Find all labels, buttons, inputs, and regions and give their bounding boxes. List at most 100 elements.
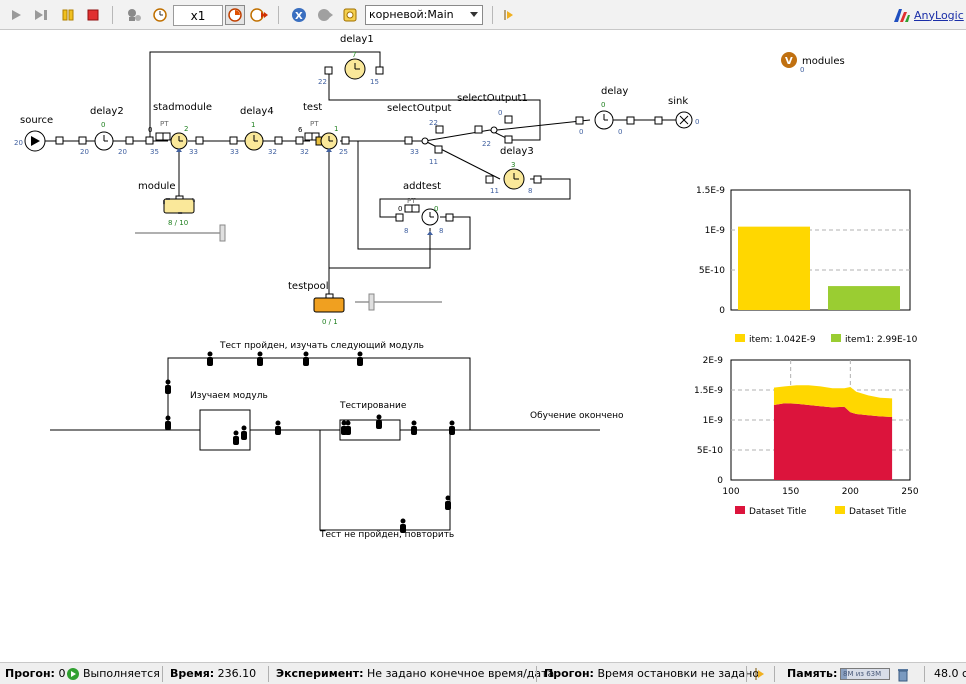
- stadmodule-block[interactable]: [155, 132, 188, 152]
- trash-icon[interactable]: [896, 666, 910, 682]
- pause-icon[interactable]: [58, 5, 78, 25]
- person-icon: [257, 351, 263, 366]
- memory-label: Память:: [787, 667, 838, 680]
- delay1-block[interactable]: [344, 58, 366, 80]
- dropdown-icon[interactable]: [466, 6, 482, 24]
- delay4-out: 32: [268, 148, 277, 156]
- delay-busy: 0: [601, 101, 605, 109]
- testpool-slider[interactable]: [368, 293, 375, 311]
- running-text: Выполняется: [83, 667, 160, 680]
- bar-item: [738, 226, 810, 310]
- arrow-icon[interactable]: [499, 5, 519, 25]
- legend-swatch: [735, 506, 745, 514]
- model-canvas: V source delay2 stadmodule delay4 test d…: [0, 30, 966, 660]
- addtest-label: addtest: [403, 181, 441, 192]
- legend-label: item1: 2.99E-10: [845, 335, 918, 345]
- run2-label: Прогон:: [544, 667, 594, 680]
- stadmodule-in: 35: [150, 148, 159, 156]
- label-done: Обучение окончено: [530, 411, 624, 421]
- fps-value: 48.0 с: [934, 667, 966, 680]
- connect-icon[interactable]: [124, 5, 144, 25]
- delay4-label: delay4: [240, 106, 274, 117]
- running-status: Выполняется: [66, 663, 160, 684]
- time-status: Время: 236.10: [170, 663, 256, 684]
- model-diagram: V source delay2 stadmodule delay4 test d…: [14, 34, 919, 540]
- delay4-block[interactable]: [244, 131, 264, 151]
- process-flowchart: [50, 357, 600, 531]
- delay2-block[interactable]: [94, 131, 114, 151]
- selectoutput1-false: 22: [482, 140, 491, 148]
- test-in: 32: [300, 148, 309, 156]
- selectoutput1-block[interactable]: [490, 126, 498, 134]
- addtest-block[interactable]: [404, 204, 439, 235]
- x-tick-label: 150: [782, 487, 799, 497]
- delay-label: delay: [601, 86, 628, 97]
- run-icon[interactable]: [6, 5, 26, 25]
- stadmodule-out: 33: [189, 148, 198, 156]
- stadmodule-label: stadmodule: [153, 102, 212, 113]
- person-icon: [165, 379, 171, 394]
- testpool-pool[interactable]: [313, 297, 345, 313]
- test-pt: PT: [310, 120, 319, 128]
- slower-icon[interactable]: [150, 5, 170, 25]
- delay-block[interactable]: [594, 110, 614, 130]
- realtime-icon[interactable]: [225, 5, 245, 25]
- anylogic-link[interactable]: AnyLogic: [893, 6, 964, 24]
- experiment-value: Не задано конечное время/дата: [367, 667, 555, 680]
- experiment-selector[interactable]: корневой:Main: [365, 5, 483, 25]
- flowchart-labels: Тест пройден, изучать следующий модуль И…: [190, 341, 624, 540]
- module-pool[interactable]: [163, 198, 195, 214]
- anylogic-logo-icon: [894, 9, 910, 22]
- person-icon: [345, 420, 351, 435]
- back-icon[interactable]: X: [289, 5, 309, 25]
- delay3-out: 8: [528, 187, 532, 195]
- person-icon: [233, 430, 239, 445]
- legend-swatch: [735, 334, 745, 342]
- delay3-block[interactable]: [503, 168, 525, 190]
- sink-count: 0: [695, 118, 699, 126]
- step-status-icon[interactable]: [754, 667, 766, 681]
- module-slider[interactable]: [219, 224, 226, 242]
- y-tick-label: 1E-9: [703, 416, 724, 426]
- delay2-busy: 0: [101, 121, 105, 129]
- bar-chart-y-ticks: 1.5E-91E-95E-100: [696, 186, 725, 316]
- stadmodule-busy: 2: [184, 125, 188, 133]
- run2-value: Время остановки не задано: [597, 667, 760, 680]
- stadmodule-pt: PT: [160, 120, 169, 128]
- connectors: [45, 51, 677, 303]
- delay3-busy: 3: [511, 161, 515, 169]
- queue-counts: 0 PT 6 PT 0 PT: [148, 120, 416, 213]
- play-status-icon: [67, 668, 79, 680]
- sink-block[interactable]: [675, 111, 693, 129]
- delay2-in: 20: [80, 148, 89, 156]
- selectoutput1-label: selectOutput1: [457, 93, 528, 104]
- navigate-icon[interactable]: [341, 5, 361, 25]
- label-test-passed: Тест пройден, изучать следующий модуль: [219, 341, 424, 351]
- toolbar: x1 X корневой:Main AnyLogic: [0, 0, 966, 30]
- test-busy: 1: [334, 125, 338, 133]
- selectoutput-block[interactable]: [421, 137, 429, 145]
- step-icon[interactable]: [31, 5, 51, 25]
- sink-label: sink: [668, 96, 688, 107]
- test-block[interactable]: [304, 132, 338, 152]
- speed-field[interactable]: x1: [173, 5, 223, 26]
- memory-status: Память:: [787, 663, 837, 684]
- person-icon: [400, 518, 406, 533]
- source-block[interactable]: [24, 130, 46, 152]
- y-tick-label: 1.5E-9: [696, 186, 725, 196]
- source-label: source: [20, 115, 53, 126]
- selectoutput1-true: 0: [498, 109, 502, 117]
- stop-icon[interactable]: [83, 5, 103, 25]
- testpool-label: testpool: [288, 281, 329, 292]
- brand-name: AnyLogic: [914, 8, 964, 22]
- modules-variable[interactable]: V: [781, 52, 797, 68]
- forward-icon[interactable]: [315, 5, 335, 25]
- addtest-out: 8: [439, 227, 443, 235]
- person-icon: [449, 420, 455, 435]
- faster-icon[interactable]: [249, 5, 269, 25]
- addtest-in: 8: [404, 227, 408, 235]
- addtest-pt: PT: [407, 197, 416, 205]
- experiment-label: Эксперимент:: [276, 667, 364, 680]
- time-label: Время:: [170, 667, 215, 680]
